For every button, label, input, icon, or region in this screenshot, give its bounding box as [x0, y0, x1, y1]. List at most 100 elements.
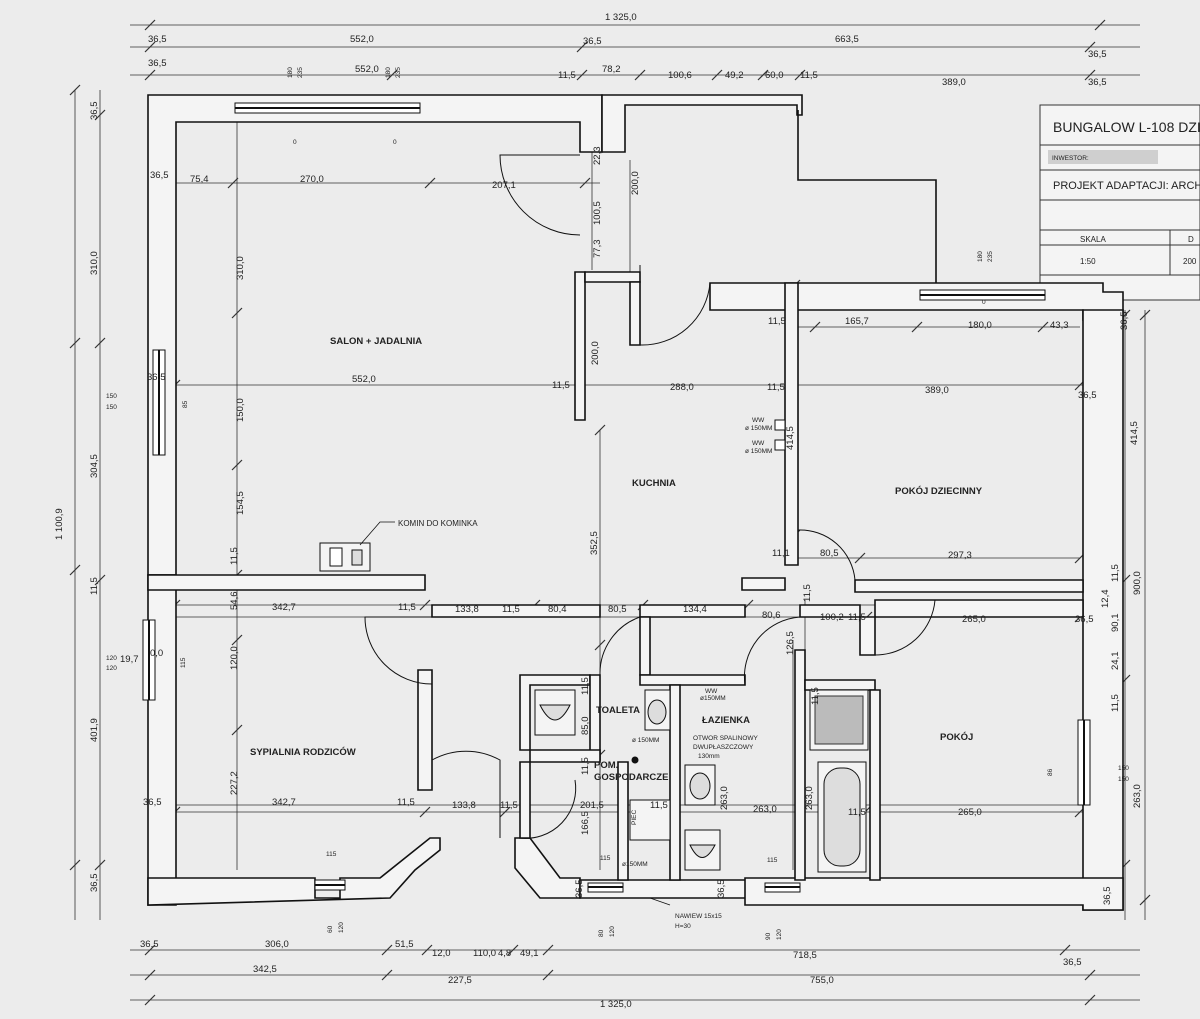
dim-label: 43,3 — [1050, 320, 1069, 331]
dim-label: 235 — [395, 67, 402, 78]
dim-label: 36,5 — [1078, 390, 1097, 401]
annotation-fi150-3: ø 150MM — [632, 737, 659, 744]
dim-label: 1 325,0 — [600, 999, 632, 1010]
annotation-ww-3: WW — [705, 688, 718, 695]
dim-label: 288,0 — [670, 382, 694, 393]
toilet-bowl-1 — [539, 704, 571, 721]
dim-label: 36,5 — [89, 874, 100, 893]
dim-label: 11,5 — [89, 577, 100, 595]
dim-label: 200,0 — [630, 171, 641, 195]
dim-label: 115 — [180, 657, 187, 668]
dim-label: 100,6 — [668, 70, 692, 81]
dim-label: 49,1 — [520, 948, 539, 959]
dim-label: 134,4 — [683, 604, 707, 615]
dim-label: 352,5 — [589, 531, 600, 555]
dim-label: 120 — [338, 922, 345, 933]
title-block-content: BUNGALOW L-108 DZI INWESTOR: PROJEKT ADA… — [1040, 119, 1200, 276]
dim-label: 49,2 — [725, 70, 744, 81]
dim-label: 11,5 — [580, 757, 591, 775]
dim-label: 80 — [598, 929, 605, 937]
dim-label: 80,4 — [548, 604, 567, 615]
dim-label: 60 — [327, 925, 334, 933]
dim-label: 201,5 — [580, 800, 604, 811]
dim-label: 11,5 — [552, 380, 570, 391]
dim-label: 227,2 — [229, 771, 240, 795]
dim-label: 120 — [776, 929, 783, 940]
dim-label: 165,7 — [845, 316, 869, 327]
dim-label: 80,5 — [820, 548, 839, 559]
dim-label: 36,5 — [1102, 887, 1113, 906]
annotation-nawiew-1: NAWIEW 15x15 — [675, 913, 722, 920]
dim-label: 389,0 — [925, 385, 949, 396]
dim-label: 22,3 — [592, 147, 603, 166]
dim-label: 263,0 — [1132, 784, 1143, 808]
annotation-fi150-1: ø 150MM — [745, 425, 772, 432]
room-label-kuchnia: KUCHNIA — [632, 478, 676, 489]
dim-label: 755,0 — [810, 975, 834, 986]
dim-label: 120,0 — [229, 646, 240, 670]
dimension-labels: 1 325,0 36,5 552,0 36,5 663,5 36,5 36,5 … — [54, 12, 1143, 1010]
room-label-pom-2: GOSPODARCZE — [594, 772, 668, 783]
dim-label: 11,5 — [800, 70, 818, 81]
dim-label: 4,8 — [498, 948, 511, 959]
dim-label: 414,5 — [1129, 421, 1140, 445]
dim-label: 80,6 — [762, 610, 781, 621]
dim-label: 200,0 — [590, 341, 601, 365]
piec-box — [629, 799, 671, 841]
dim-label: 180,0 — [968, 320, 992, 331]
dim-label: 126,5 — [785, 631, 796, 655]
dim-label: 310,0 — [89, 251, 100, 275]
dim-label: 150 — [106, 404, 117, 411]
dim-label: 120 — [106, 665, 117, 672]
dim-label: 60,0 — [765, 70, 784, 81]
dim-label: 36,5 — [89, 102, 100, 121]
dim-label: 36,5 — [1063, 957, 1082, 968]
annotation-fi150-2: ø 150MM — [745, 448, 772, 455]
dim-label: 133,8 — [455, 604, 479, 615]
dim-label: 12,4 — [1100, 590, 1111, 609]
title-block-project: PROJEKT ADAPTACJI: ARCH. MAC — [1053, 180, 1200, 192]
dim-label: 180 — [287, 67, 294, 78]
title-block — [1039, 104, 1200, 301]
room-label-pokoj: POKÓJ — [940, 731, 973, 743]
dim-label: 306,0 — [265, 939, 289, 950]
dim-label: 36,5 — [574, 880, 585, 899]
annotation-fi150-5: ø150MM — [700, 695, 726, 702]
dim-label: 0 — [982, 299, 986, 306]
dim-label: 24,1 — [1110, 652, 1121, 671]
dim-label: 36,5 — [1088, 49, 1107, 60]
dim-label: 342,7 — [272, 797, 296, 808]
dim-label: 11,1 — [772, 548, 790, 559]
dim-label: 36,5 — [148, 58, 167, 69]
room-label-pom-1: POM. — [594, 760, 618, 771]
dim-label: 36,5 — [1075, 614, 1094, 625]
dim-label: 36,5 — [143, 797, 162, 808]
dim-label: 265,0 — [958, 807, 982, 818]
dim-label: 235 — [297, 67, 304, 78]
dim-label: 11,5 — [558, 70, 576, 81]
dim-label: 1 100,9 — [54, 508, 65, 540]
dim-label: 19,7 — [120, 654, 139, 665]
dim-label: 270,0 — [300, 174, 324, 185]
dim-label: 150 — [106, 393, 117, 400]
dim-label: 310,0 — [235, 256, 246, 280]
dim-label: 120 — [609, 926, 616, 937]
dim-label: 180 — [977, 251, 984, 262]
dim-label: 133,8 — [452, 800, 476, 811]
dim-label: 12,0 — [432, 948, 451, 959]
dim-label: 51,5 — [395, 939, 414, 950]
dim-label: 263,0 — [804, 786, 815, 810]
dim-label: 11,5 — [397, 797, 415, 808]
dim-label: 54,6 — [229, 592, 240, 611]
dim-label: 389,0 — [942, 77, 966, 88]
dim-label: 11,5 — [810, 687, 821, 705]
dim-label: 80,5 — [608, 604, 627, 615]
room-label-pokoj-dzieciecy: POKÓJ DZIECINNY — [895, 485, 983, 497]
dim-label: 150 — [1118, 776, 1129, 783]
walls — [147, 94, 1124, 911]
dim-label: 552,0 — [355, 64, 379, 75]
dim-label: 718,5 — [793, 950, 817, 961]
dim-label: 77,3 — [592, 240, 603, 259]
dim-label: 11,5 — [1110, 694, 1121, 712]
